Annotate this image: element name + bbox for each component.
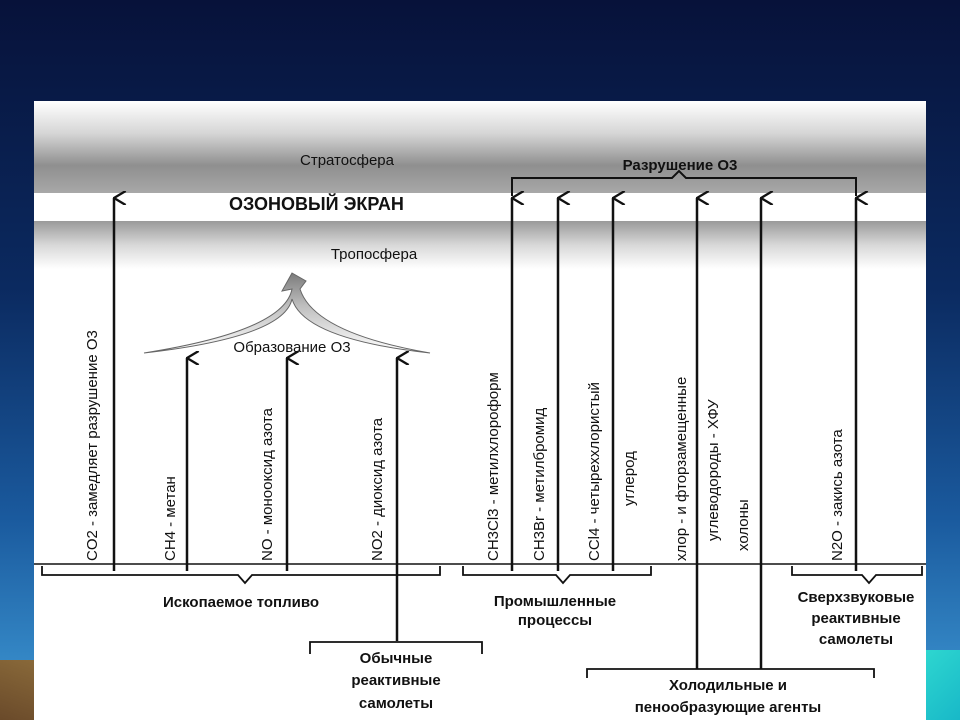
supersonic-label-line1: Сверхзвуковые [798, 589, 915, 606]
refrigerant-label-line2: пенообразующие агенты [635, 699, 822, 716]
ch3ccl3-label: CH3Cl3 - метилхлороформ [485, 372, 502, 561]
no2-label: NO2 - диоксид азота [369, 417, 386, 561]
ccl4-label-line2: углерод [621, 451, 638, 506]
ozone-diagram-panel: Стратосфера ОЗОНОВЫЙ ЭКРАН Тропосфера Ра… [34, 101, 926, 720]
ccl4-label-line1: CCl4 - четыреххлористый [586, 382, 603, 561]
jets-label-line3: самолеты [359, 695, 433, 712]
slide-corner-accent-left [0, 660, 40, 720]
ozone-destruction-bracket [511, 169, 857, 196]
ozone-destruction-label: Разрушение O3 [623, 157, 738, 174]
jets-label-line1: Обычные [360, 650, 433, 667]
ozone-formation-label: Образование O3 [233, 339, 350, 356]
cfc-label-line1: хлор - и фторзамещенные [673, 377, 690, 561]
refrigerant-bracket [586, 668, 875, 678]
halons-label: холоны [735, 499, 752, 551]
industrial-label-line2: процессы [518, 612, 592, 629]
industrial-bracket [462, 566, 652, 585]
ch4-label: CH4 - метан [162, 476, 179, 561]
stratosphere-band [34, 101, 926, 193]
ozone-diagram: Стратосфера ОЗОНОВЫЙ ЭКРАН Тропосфера Ра… [34, 101, 926, 716]
jets-label-line2: реактивные [351, 672, 440, 689]
ozone-formation-fan [143, 272, 431, 354]
supersonic-label-line3: самолеты [819, 631, 893, 648]
cfc-label-line2: углеводороды - ХФУ [705, 399, 722, 541]
ozone-layer-label: ОЗОНОВЫЙ ЭКРАН [229, 193, 404, 214]
jets-bracket [309, 641, 483, 654]
fossil-fuel-bracket [41, 566, 441, 585]
co2-label: CO2 - замедляет разрушение O3 [84, 330, 101, 561]
troposphere-band [34, 221, 926, 269]
troposphere-label: Тропосфера [331, 246, 418, 263]
refrigerant-label-line1: Холодильные и [669, 677, 787, 694]
stratosphere-label: Стратосфера [300, 152, 395, 169]
n2o-label: N2O - закись азота [829, 429, 846, 561]
industrial-label-line1: Промышленные [494, 593, 616, 610]
supersonic-bracket [791, 566, 923, 585]
ch3br-label: CH3Br - метилбромид [531, 408, 548, 561]
slide-corner-accent [920, 650, 960, 720]
supersonic-label-line2: реактивные [811, 610, 900, 627]
no-label: NO - монооксид азота [259, 407, 276, 561]
fossil-fuel-label: Ископаемое топливо [163, 594, 319, 611]
